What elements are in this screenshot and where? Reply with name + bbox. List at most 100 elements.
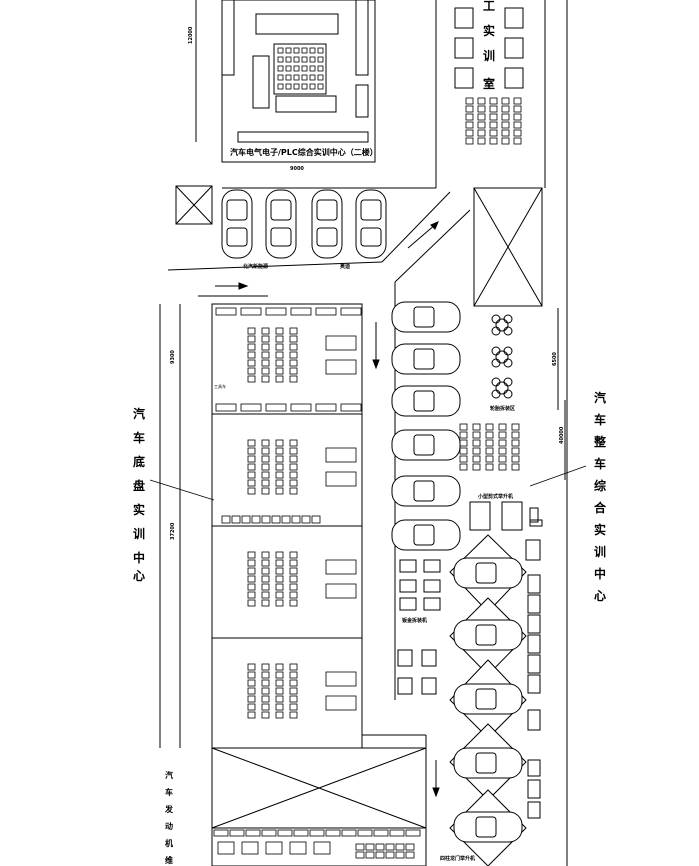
engine-seat <box>405 851 415 859</box>
tool-cart-label: 钣金拆装机 <box>402 617 427 624</box>
engine-seat <box>385 851 395 859</box>
work-table <box>325 359 357 375</box>
engine-strip <box>293 829 309 837</box>
chassis-char-3: 底 <box>133 454 145 469</box>
lift-car-2 <box>449 597 527 676</box>
chassis-seat <box>247 575 256 583</box>
chassis-char-6: 训 <box>133 526 145 541</box>
chassis-char-1: 汽 <box>133 406 145 421</box>
plc-seat <box>317 56 324 63</box>
practice-room-char-2: 实 <box>483 23 495 38</box>
chassis-seat <box>275 463 284 471</box>
chassis-seat <box>275 687 284 695</box>
vehicle-seat <box>459 439 468 447</box>
vehicle-seat <box>472 455 481 463</box>
equipment-strip <box>291 515 301 524</box>
engine-bench <box>241 841 259 855</box>
workshop-seat <box>477 129 486 137</box>
equipment-strip <box>240 403 262 412</box>
equipment-strip <box>261 515 271 524</box>
chassis-seat <box>247 599 256 607</box>
chassis-seat <box>247 463 256 471</box>
plc-seat <box>293 74 300 81</box>
engine-char-3: 发 <box>164 804 174 814</box>
chassis-seat <box>289 599 298 607</box>
engine-seat <box>395 851 405 859</box>
equipment-strip <box>290 403 312 412</box>
chassis-char-4: 盘 <box>133 478 145 493</box>
car-1 <box>221 189 253 259</box>
workshop-seat <box>513 113 522 121</box>
plc-seat <box>293 47 300 54</box>
plc-seat <box>317 74 324 81</box>
equipment-strip <box>215 307 237 316</box>
chassis-seat <box>247 679 256 687</box>
engine-seat <box>365 851 375 859</box>
chassis-char-7: 中 <box>133 550 145 565</box>
car-4 <box>355 189 387 259</box>
engine-char-2: 车 <box>165 787 173 797</box>
plc-seat <box>285 83 292 90</box>
total-dim: 37200 <box>170 522 176 540</box>
chassis-seat <box>247 695 256 703</box>
chassis-seat <box>247 711 256 719</box>
engine-strip <box>389 829 405 837</box>
plc-seat <box>301 56 308 63</box>
equipment-strip <box>340 307 362 316</box>
vehicle-seat <box>485 455 494 463</box>
work-table <box>325 671 357 687</box>
chassis-seat <box>247 687 256 695</box>
chassis-seat <box>289 479 298 487</box>
plc-seat <box>301 74 308 81</box>
workshop-seat <box>513 121 522 129</box>
chassis-seat <box>275 359 284 367</box>
equipment-strip <box>231 515 241 524</box>
chassis-char-2: 车 <box>133 430 145 445</box>
plc-seat <box>277 65 284 72</box>
chassis-seat <box>275 367 284 375</box>
practice-room-char-3: 训 <box>483 48 495 63</box>
car-2 <box>265 189 297 259</box>
chassis-seat <box>261 695 270 703</box>
workshop-seat <box>513 129 522 137</box>
vehicle-seat <box>472 447 481 455</box>
chassis-seat <box>275 343 284 351</box>
tire-3 <box>491 377 513 399</box>
equipment-strip <box>265 403 287 412</box>
vehicle-seat <box>498 447 507 455</box>
chassis-seat <box>275 471 284 479</box>
chassis-seat <box>247 591 256 599</box>
engine-char-1: 汽 <box>165 770 173 780</box>
plc-seat <box>301 83 308 90</box>
equipment-strip <box>265 307 287 316</box>
tire-1 <box>491 314 513 336</box>
work-table <box>325 695 357 711</box>
work-table <box>325 447 357 463</box>
plc-seat <box>285 56 292 63</box>
chassis-seat <box>261 711 270 719</box>
small-lift-label: 小型剪式举升机 <box>478 493 513 500</box>
vehicle-seat <box>498 455 507 463</box>
chassis-seat <box>289 367 298 375</box>
vehicle-char-3: 整 <box>593 434 606 449</box>
vehicle-seat <box>459 423 468 431</box>
toolbox-label: 工具车 <box>214 383 226 389</box>
engine-strip <box>277 829 293 837</box>
engine-seat <box>385 843 395 851</box>
plc-seat <box>317 83 324 90</box>
workshop-seat <box>477 105 486 113</box>
chassis-seat <box>261 687 270 695</box>
lift-car-5 <box>449 789 527 866</box>
vehicle-seat <box>498 423 507 431</box>
vehicle-seat <box>485 463 494 471</box>
chassis-seat <box>247 559 256 567</box>
chassis-seat <box>261 471 270 479</box>
chassis-seat <box>247 471 256 479</box>
chassis-seat <box>261 487 270 495</box>
engine-char-5: 机 <box>165 838 173 848</box>
chassis-seat <box>261 343 270 351</box>
chassis-seat <box>275 567 284 575</box>
chassis-seat <box>261 359 270 367</box>
equipment-strip <box>290 307 312 316</box>
